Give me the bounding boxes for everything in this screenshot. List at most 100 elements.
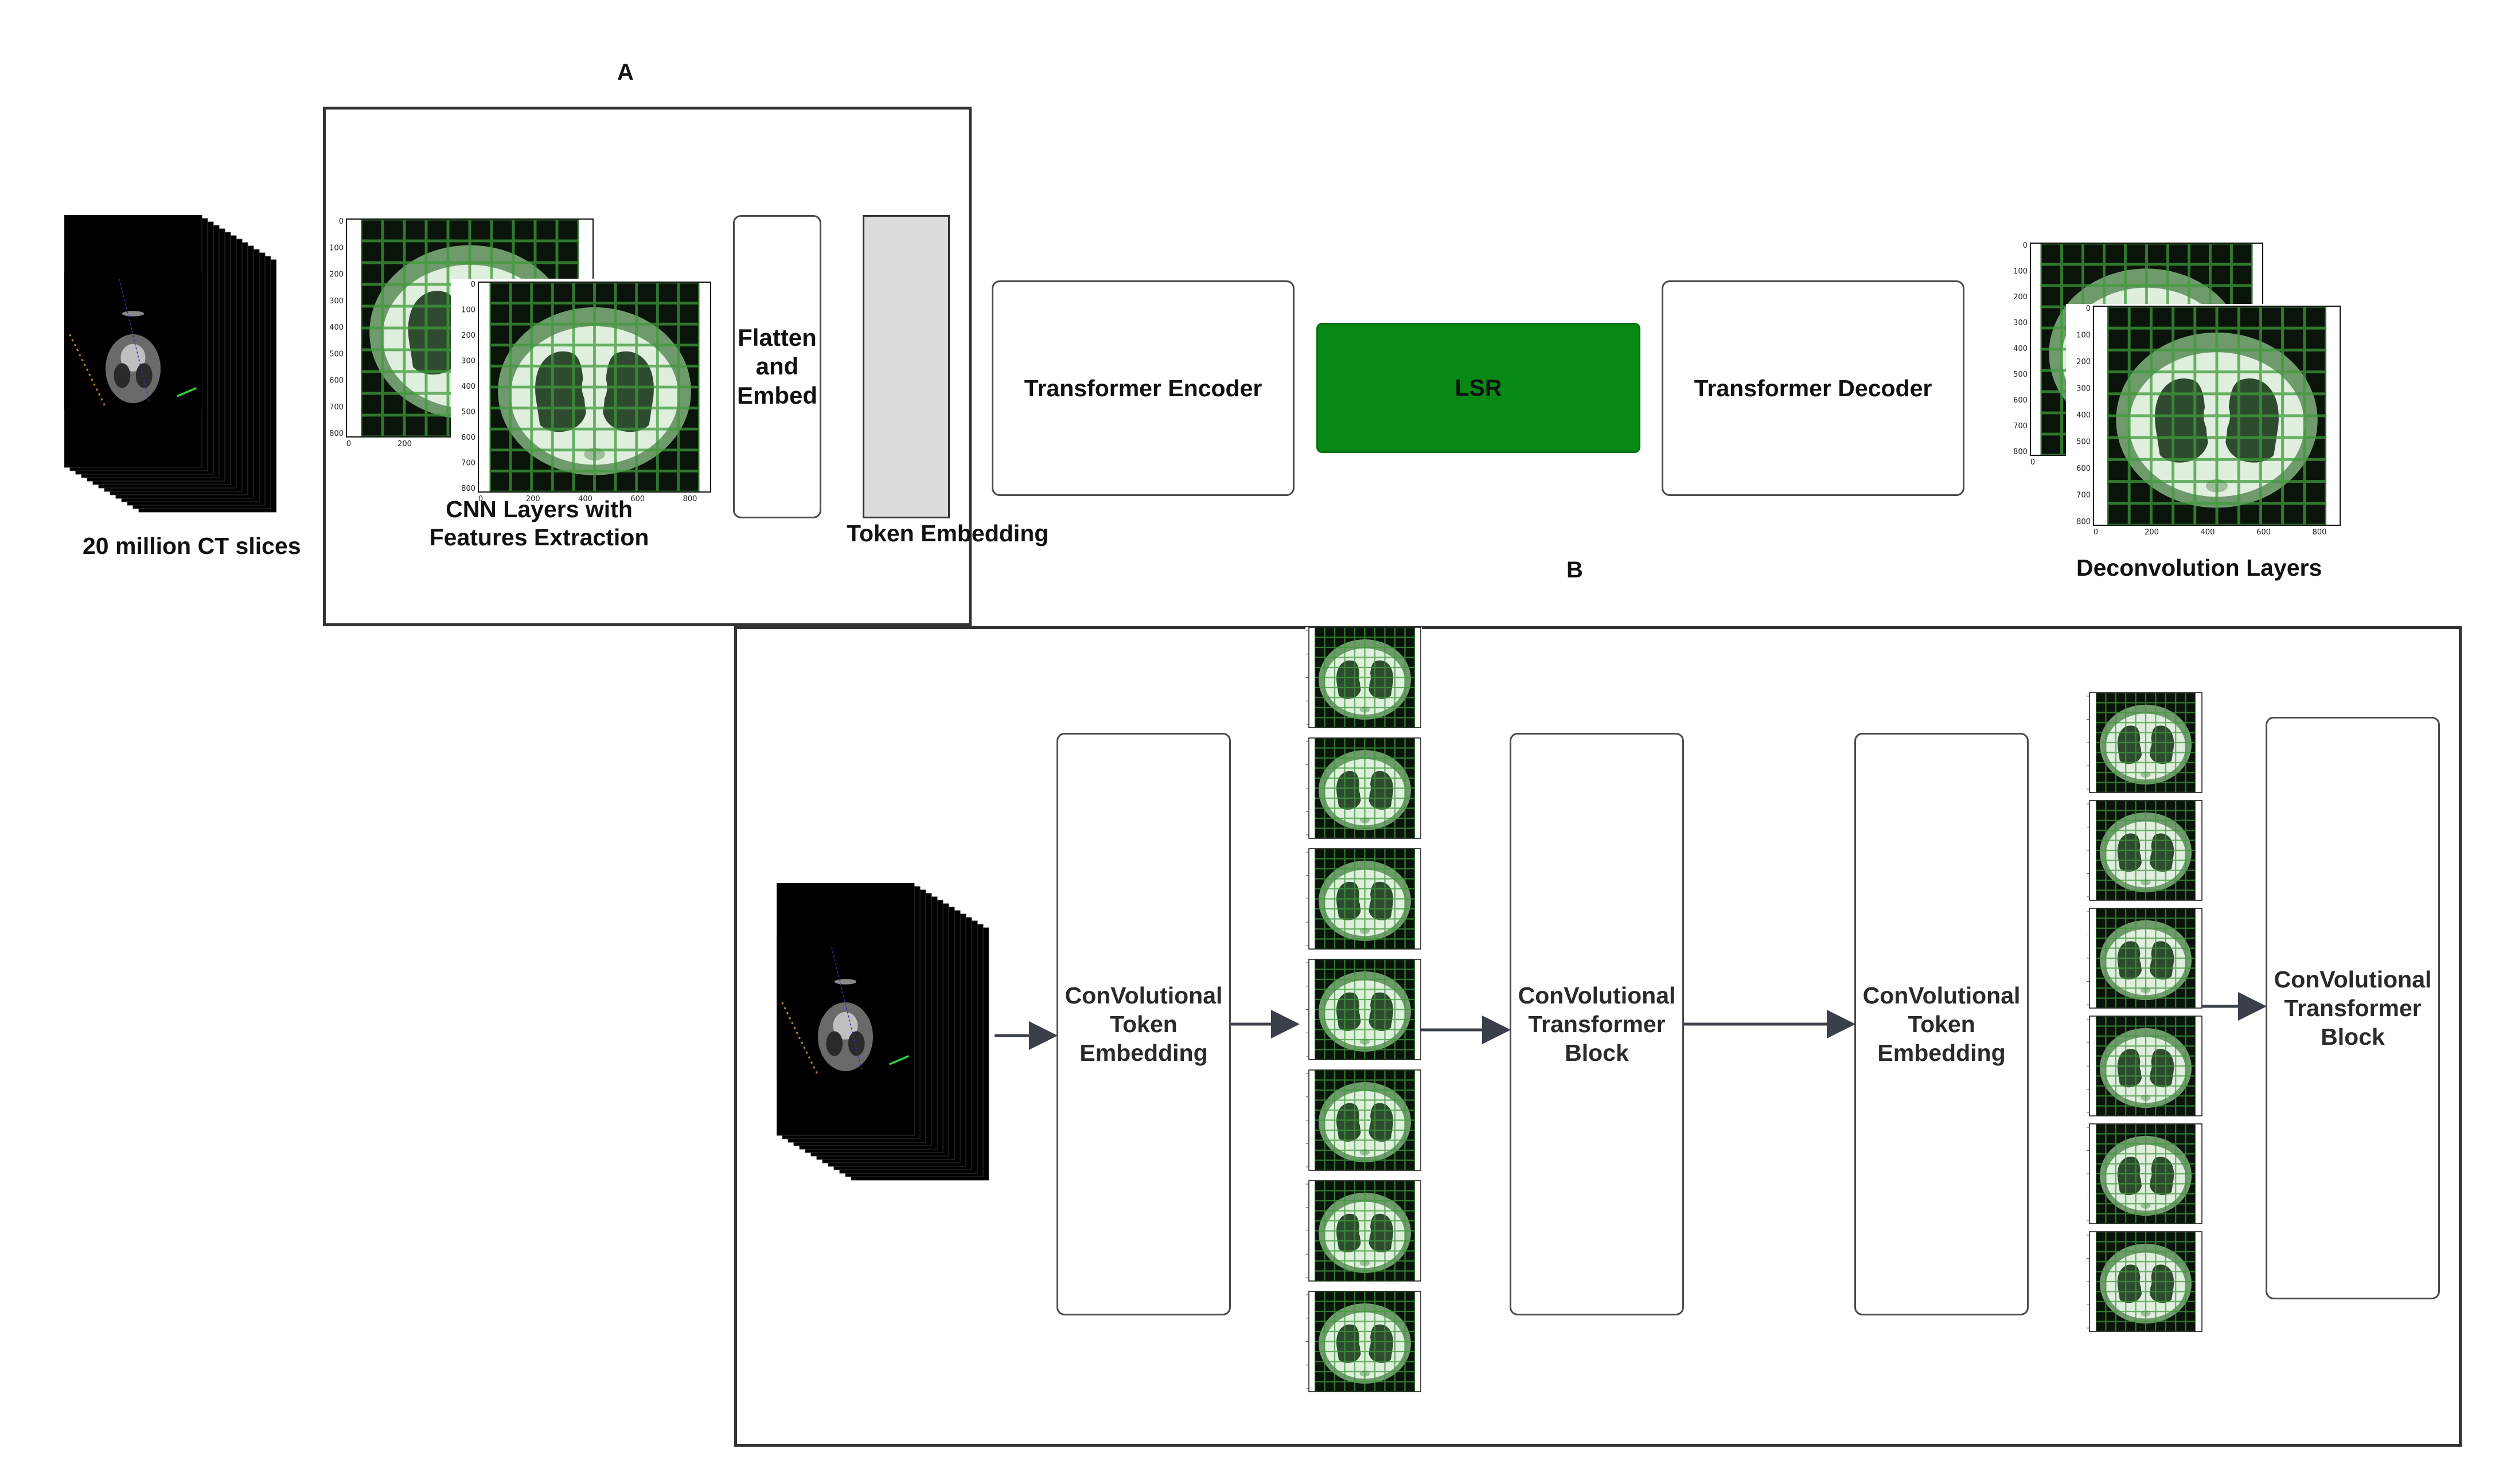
token-thumbnails-column-2 xyxy=(2073,690,2205,1378)
ct-plot-frame xyxy=(478,282,711,493)
ct-y-tick: 600 xyxy=(329,377,344,385)
ct-y-tick: 0 xyxy=(2023,241,2028,250)
ct-y-tick: 100 xyxy=(2013,267,2028,276)
cte2-line3: Embedding xyxy=(1877,1040,2006,1066)
ct-y-tick: 100 xyxy=(329,244,344,252)
ct-y-tick: 300 xyxy=(461,357,475,366)
transformer-encoder-box: Transformer Encoder xyxy=(992,280,1295,496)
ct-y-tick: 500 xyxy=(329,350,344,358)
cte2-line1: ConVolutional xyxy=(1862,982,2021,1009)
cte1-line2: Token xyxy=(1110,1010,1178,1037)
cte2-line2: Token xyxy=(1908,1010,1975,1037)
cnn-label-line1: CNN Layers with xyxy=(446,496,633,522)
lsr-box: LSR xyxy=(1316,323,1640,453)
ct-y-tick: 800 xyxy=(2013,448,2028,456)
ct-x-tick: 400 xyxy=(578,495,592,503)
ctb1-line3: Block xyxy=(1565,1040,1629,1066)
ct-y-tick: 600 xyxy=(2013,396,2028,405)
ct-x-tick: 0 xyxy=(478,495,483,503)
token-thumb-frame xyxy=(1308,1180,1421,1282)
ct-y-tick: 400 xyxy=(329,323,344,332)
token-thumb-frame xyxy=(2089,1123,2202,1224)
token-thumb-frame xyxy=(2089,800,2202,901)
ctb2-line2: Transformer xyxy=(2284,994,2422,1021)
transformer-decoder-box: Transformer Decoder xyxy=(1662,280,1964,496)
ctb1-line1: ConVolutional xyxy=(1518,982,1676,1009)
ct-x-tick: 0 xyxy=(346,440,351,448)
ct-x-tick: 600 xyxy=(630,495,645,503)
flatten-line1: Flatten xyxy=(738,323,817,351)
ct-stack-input xyxy=(64,214,277,513)
ct-y-tick: 200 xyxy=(2076,358,2091,366)
ct-x-tick: 200 xyxy=(2145,528,2159,537)
ct-stack-graphic xyxy=(64,214,277,513)
ct-stack-input-b xyxy=(776,882,989,1184)
cte1-line1: ConVolutional xyxy=(1065,982,1223,1009)
cte1-line3: Embedding xyxy=(1079,1040,1208,1066)
token-thumb-frame xyxy=(2089,1016,2202,1116)
ct-stack-graphic-b xyxy=(776,882,989,1181)
ct-y-tick: 800 xyxy=(461,485,475,493)
ctb2-line3: Block xyxy=(2321,1024,2385,1050)
flatten-line3: Embed xyxy=(736,381,818,409)
ct-plot-frame xyxy=(2093,306,2341,526)
ct-y-tick: 500 xyxy=(461,408,475,417)
token-embedding-label: Token Embedding xyxy=(847,520,1049,546)
input-slices-label: 20 million CT slices xyxy=(83,533,301,559)
token-thumb-frame xyxy=(2089,908,2202,1009)
deconv-layers-label: Deconvolution Layers xyxy=(2076,554,2322,581)
token-thumb-frame xyxy=(2089,692,2202,793)
ct-y-tick: 600 xyxy=(461,434,475,442)
token-thumb-frame xyxy=(1308,737,1421,839)
ct-y-tick: 700 xyxy=(329,403,344,412)
ct-x-tick: 0 xyxy=(2094,528,2098,537)
ct-x-tick: 400 xyxy=(2201,528,2215,537)
token-thumb-frame xyxy=(1308,627,1421,728)
cnn-layers-label: CNN Layers with Features Extraction xyxy=(424,495,654,552)
cnn-label-line2: Features Extraction xyxy=(429,524,649,551)
ct-y-tick: 300 xyxy=(2076,385,2091,393)
ct-x-tick: 800 xyxy=(683,495,697,503)
ct-x-tick: 600 xyxy=(2256,528,2271,537)
ct-y-tick: 700 xyxy=(2013,422,2028,431)
ct-y-tick: 600 xyxy=(2076,464,2091,473)
token-thumb-frame xyxy=(1308,959,1421,1060)
token-thumb-frame xyxy=(1308,848,1421,950)
ct-y-tick: 800 xyxy=(329,429,344,438)
ct-y-tick: 0 xyxy=(471,280,475,289)
ct-y-tick: 500 xyxy=(2013,370,2028,379)
token-thumbnails-column-1 xyxy=(1302,625,1422,1405)
conv-token-embedding-box-1: ConVolutional Token Embedding xyxy=(1057,733,1231,1315)
ct-y-tick: 700 xyxy=(2076,491,2091,500)
panel-b-frame xyxy=(734,626,2462,1447)
ct-x-tick: 0 xyxy=(2030,458,2035,466)
ct-y-tick: 300 xyxy=(329,297,344,306)
conv-token-embedding-box-2: ConVolutional Token Embedding xyxy=(1854,733,2029,1315)
panel-a-label: A xyxy=(617,60,634,85)
ct-y-tick: 0 xyxy=(339,217,344,226)
ctb2-line1: ConVolutional xyxy=(2274,966,2432,993)
ct-y-tick: 100 xyxy=(461,306,475,315)
ct-y-tick: 800 xyxy=(2076,518,2091,526)
token-thumb-frame xyxy=(1308,1291,1421,1392)
ct-y-tick: 100 xyxy=(2076,331,2091,340)
ct-x-tick: 200 xyxy=(397,440,412,448)
ct-y-tick: 0 xyxy=(2086,304,2091,313)
ct-y-tick: 300 xyxy=(2013,319,2028,327)
ct-y-tick: 200 xyxy=(329,271,344,279)
ct-y-tick: 200 xyxy=(461,331,475,340)
ct-y-tick: 400 xyxy=(2076,411,2091,420)
ct-y-tick: 700 xyxy=(461,459,475,468)
flatten-embed-box: Flatten and Embed xyxy=(733,215,821,518)
panel-b-label: B xyxy=(1566,557,1583,583)
token-thumb-frame xyxy=(2089,1231,2202,1332)
ct-y-tick: 200 xyxy=(2013,293,2028,302)
ct-x-tick: 800 xyxy=(2313,528,2327,537)
ct-y-tick: 400 xyxy=(2013,345,2028,353)
ct-y-tick: 400 xyxy=(461,382,475,391)
token-thumb-frame xyxy=(1308,1069,1421,1171)
panel-a-frame xyxy=(323,107,972,626)
